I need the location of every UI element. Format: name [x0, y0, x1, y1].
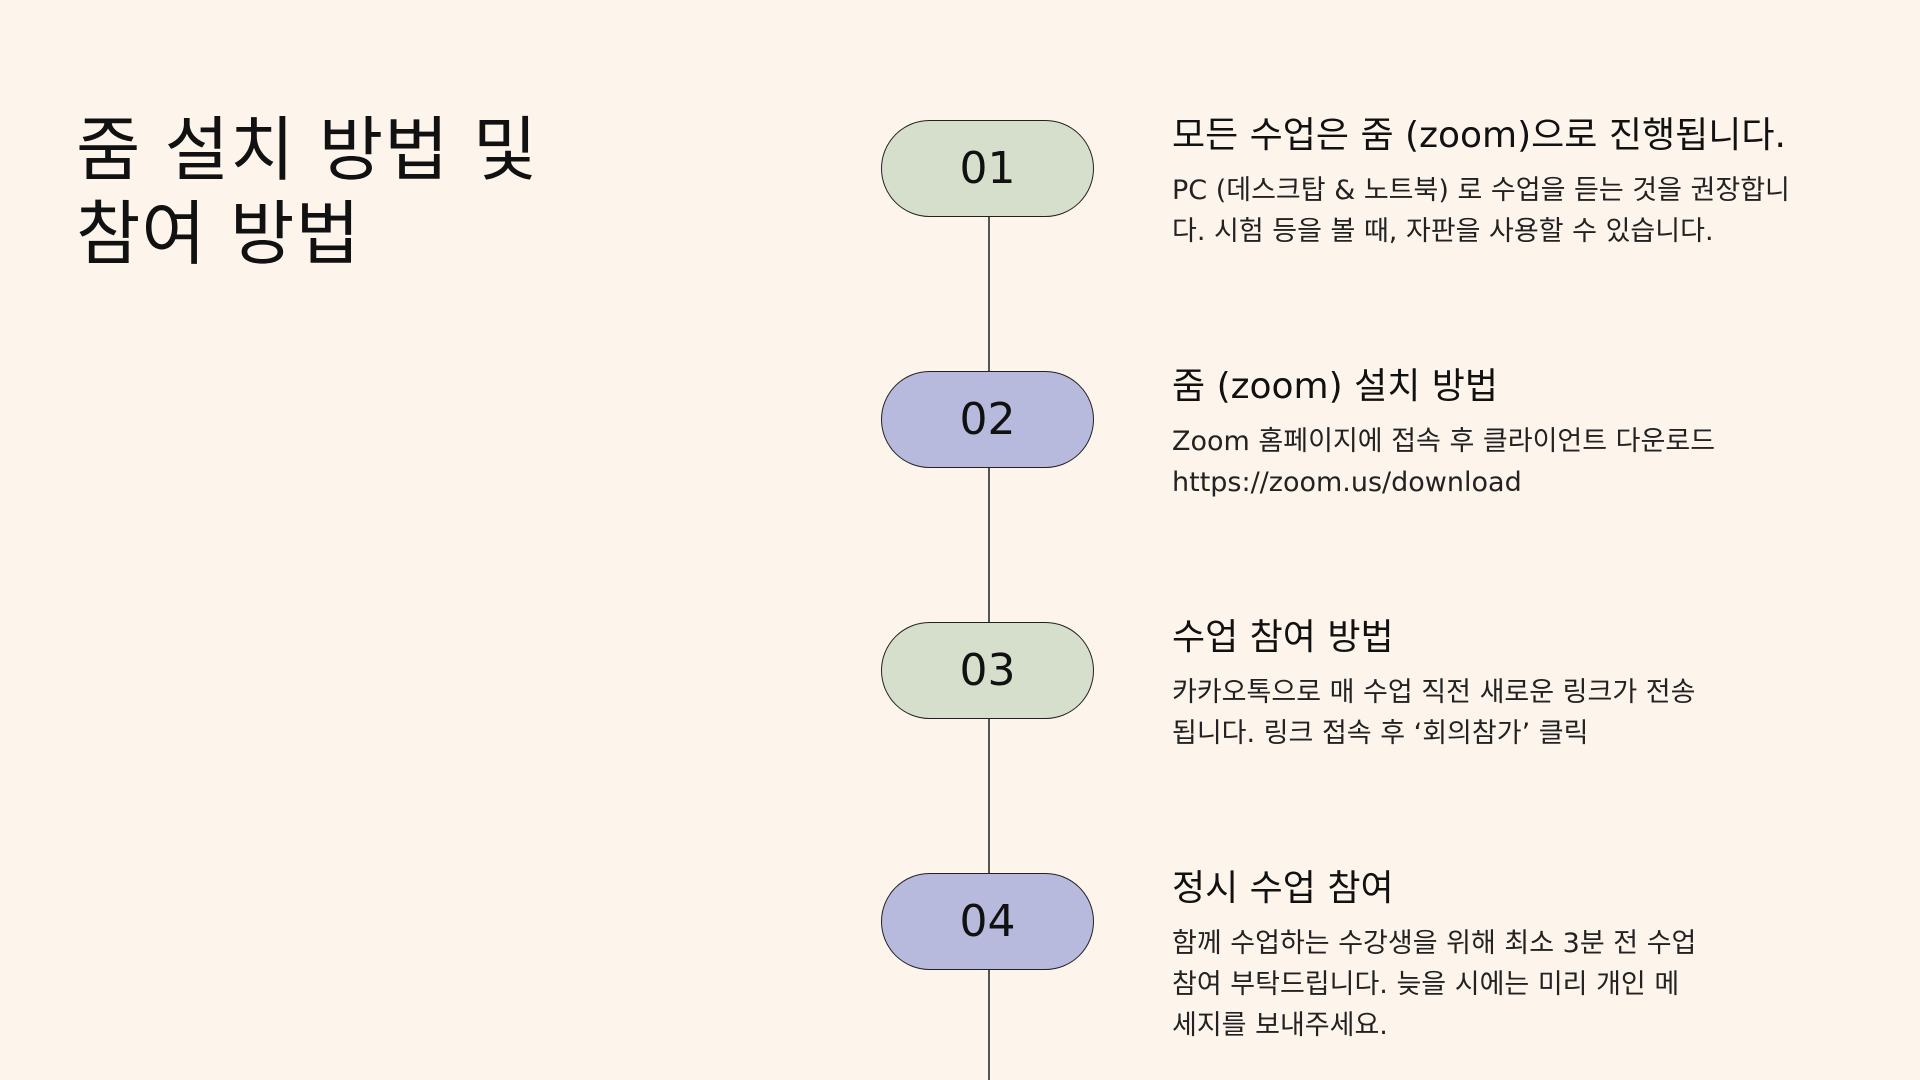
step-2-heading: 줌 (zoom) 설치 방법	[1172, 366, 1499, 407]
step-1-desc-line: 다. 시험 등을 볼 때, 자판을 사용할 수 있습니다.	[1172, 216, 1714, 247]
step-2-desc-line: Zoom 홈페이지에 접속 후 클라이언트 다운로드	[1172, 426, 1716, 457]
step-4-heading: 정시 수업 참여	[1172, 868, 1394, 909]
title-line-1: 줌 설치 방법 및	[76, 109, 539, 191]
step-2-number-pill: 02	[881, 371, 1094, 468]
step-1-number-pill: 01	[881, 120, 1094, 217]
step-4-desc-line: 참여 부탁드립니다. 늦을 시에는 미리 개인 메	[1172, 969, 1680, 1000]
step-1-heading: 모든 수업은 줌 (zoom)으로 진행됩니다.	[1172, 115, 1786, 156]
title-line-2: 참여 방법	[76, 193, 361, 275]
step-4-desc-line: 세지를 보내주세요.	[1172, 1010, 1388, 1041]
page-title: 줌 설치 방법 및 참여 방법	[76, 108, 716, 276]
step-3-heading: 수업 참여 방법	[1172, 617, 1394, 658]
step-4-description: 함께 수업하는 수강생을 위해 최소 3분 전 수업 참여 부탁드립니다. 늦을…	[1172, 923, 1872, 1046]
step-2: 줌 (zoom) 설치 방법 Zoom 홈페이지에 접속 후 클라이언트 다운로…	[1172, 365, 1872, 503]
step-1: 모든 수업은 줌 (zoom)으로 진행됩니다. PC (데스크탑 & 노트북)…	[1172, 114, 1872, 252]
step-3-desc-line: 카카오톡으로 매 수업 직전 새로운 링크가 전송	[1172, 677, 1696, 708]
step-1-description: PC (데스크탑 & 노트북) 로 수업을 듣는 것을 권장합니 다. 시험 등…	[1172, 170, 1872, 252]
step-3: 수업 참여 방법 카카오톡으로 매 수업 직전 새로운 링크가 전송 됩니다. …	[1172, 616, 1872, 754]
step-4-number-pill: 04	[881, 873, 1094, 970]
zoom-download-link[interactable]: https://zoom.us/download	[1172, 467, 1522, 498]
step-4-desc-line: 함께 수업하는 수강생을 위해 최소 3분 전 수업	[1172, 928, 1697, 959]
step-1-desc-line: PC (데스크탑 & 노트북) 로 수업을 듣는 것을 권장합니	[1172, 175, 1790, 206]
step-3-desc-line: 됩니다. 링크 접속 후 ‘회의참가’ 클릭	[1172, 718, 1589, 749]
step-2-description: Zoom 홈페이지에 접속 후 클라이언트 다운로드 https://zoom.…	[1172, 421, 1872, 503]
step-4: 정시 수업 참여 함께 수업하는 수강생을 위해 최소 3분 전 수업 참여 부…	[1172, 867, 1872, 1046]
step-3-description: 카카오톡으로 매 수업 직전 새로운 링크가 전송 됩니다. 링크 접속 후 ‘…	[1172, 672, 1872, 754]
step-3-number-pill: 03	[881, 622, 1094, 719]
